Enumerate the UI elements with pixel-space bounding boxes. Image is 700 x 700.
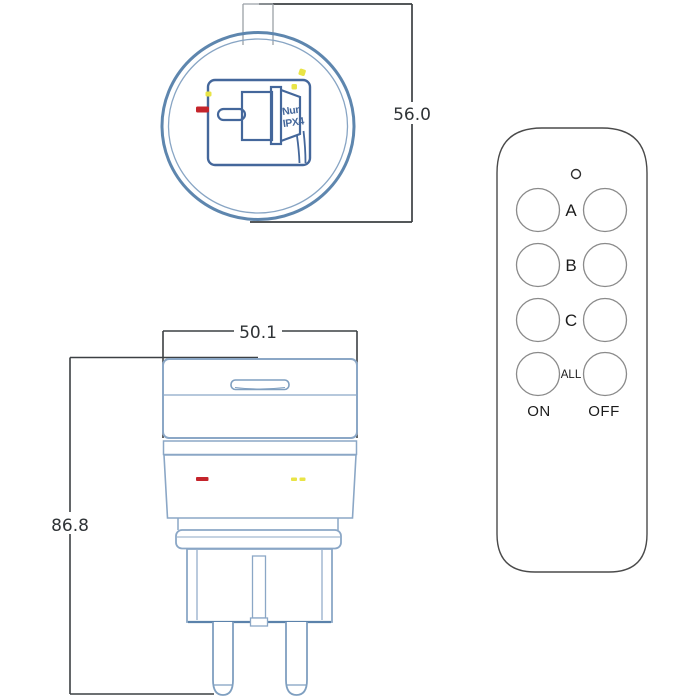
- yellow-indicator-1: [298, 68, 306, 77]
- button-c-off: [582, 297, 628, 343]
- plug-side-view: 50.1 86.8: [44, 320, 358, 696]
- schuko-plug-icon: [216, 85, 307, 164]
- remote-led-indicator: [570, 168, 582, 180]
- dimension-50-text-bg: [234, 320, 282, 341]
- dimension-86-text-bg: [44, 512, 96, 534]
- left-pin: [212, 622, 234, 696]
- button-all-on: [515, 351, 561, 397]
- earth-groove-lines: [196, 550, 323, 620]
- ipx4-marking: Nur IPX4: [281, 104, 305, 130]
- right-pin: [285, 622, 308, 696]
- socket-face-square: [206, 78, 312, 167]
- remote-buttons: [515, 187, 628, 397]
- dimension-56-text-bg: [386, 102, 438, 124]
- row-label-all: ALL: [561, 369, 582, 381]
- button-c-on: [515, 297, 561, 343]
- button-b-on: [515, 242, 561, 288]
- red-indicator-side: [196, 477, 209, 481]
- collar-section: [175, 529, 342, 550]
- plug-body-outer-circle: [160, 31, 356, 221]
- dimension-50: 50.1: [239, 323, 277, 343]
- yellow-indicator-side-2: [299, 477, 306, 481]
- red-indicator-front: [196, 106, 209, 113]
- led-section: [163, 454, 357, 519]
- button-all-off: [582, 351, 628, 397]
- remote-body: [496, 127, 648, 573]
- plug-pins: [212, 622, 308, 696]
- button-b-off: [582, 242, 628, 288]
- band-section: [162, 440, 358, 456]
- top-tab: [242, 3, 274, 45]
- on-column-label: ON: [527, 403, 551, 420]
- ipx4-line2: IPX4: [282, 115, 305, 130]
- yellow-indicator-3: [205, 91, 212, 97]
- indicator-slot: [230, 379, 290, 391]
- off-column-label: OFF: [588, 403, 620, 420]
- ipx4-line1: Nur: [281, 104, 300, 118]
- yellow-indicator-2: [291, 84, 297, 90]
- button-a-on: [515, 187, 561, 233]
- center-slot-tab: [249, 617, 269, 627]
- center-slot: [251, 555, 267, 619]
- remote-control: A B C ALL ON OFF: [496, 127, 648, 573]
- neck-section: [177, 518, 339, 530]
- row-label-b: B: [565, 256, 576, 275]
- button-a-off: [582, 187, 628, 233]
- dimension-86: 86.8: [51, 516, 89, 536]
- head-section: [162, 358, 358, 439]
- yellow-indicator-side-1: [291, 477, 297, 481]
- plug-front-view: Nur IPX4 56.0: [160, 3, 438, 223]
- dimension-56: 56.0: [393, 105, 431, 125]
- row-label-c: C: [565, 311, 577, 330]
- row-label-a: A: [565, 201, 577, 220]
- plug-body-inner-circle: [167, 38, 349, 214]
